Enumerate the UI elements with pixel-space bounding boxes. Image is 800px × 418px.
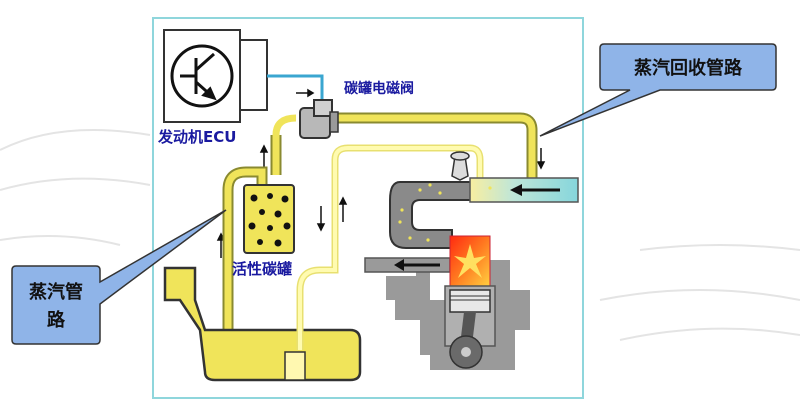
- piston-icon: [449, 289, 491, 369]
- solenoid-valve-icon: [299, 99, 339, 139]
- solenoid-label: 碳罐电磁阀: [344, 81, 414, 97]
- callout-left-bubble: [11, 209, 227, 345]
- callout-right-bubble: [539, 43, 777, 137]
- canister-label: 活性碳罐: [232, 260, 293, 278]
- ecu-signal-wire: [267, 74, 324, 100]
- callout-right-text: 蒸汽回收管路: [634, 58, 742, 79]
- transistor-symbol-icon: [170, 44, 234, 108]
- tank-to-canister-pipe: [222, 166, 268, 330]
- engine-icon: [364, 151, 530, 370]
- ecu-label: 发动机ECU: [158, 128, 237, 146]
- vapor-return-pipe: [270, 112, 538, 180]
- callout-left-text-line1: 蒸汽管: [29, 282, 83, 303]
- fuel-tank-icon: [163, 266, 362, 382]
- background-car-sketch: [0, 129, 800, 341]
- callout-left-text-line2: 路: [47, 310, 65, 331]
- vapor-dots: [398, 183, 492, 242]
- air-intake-pipe: [469, 177, 579, 203]
- ecu-box-icon: [163, 29, 268, 123]
- tank-vent-line: [296, 144, 484, 350]
- canister-icon: [243, 184, 295, 254]
